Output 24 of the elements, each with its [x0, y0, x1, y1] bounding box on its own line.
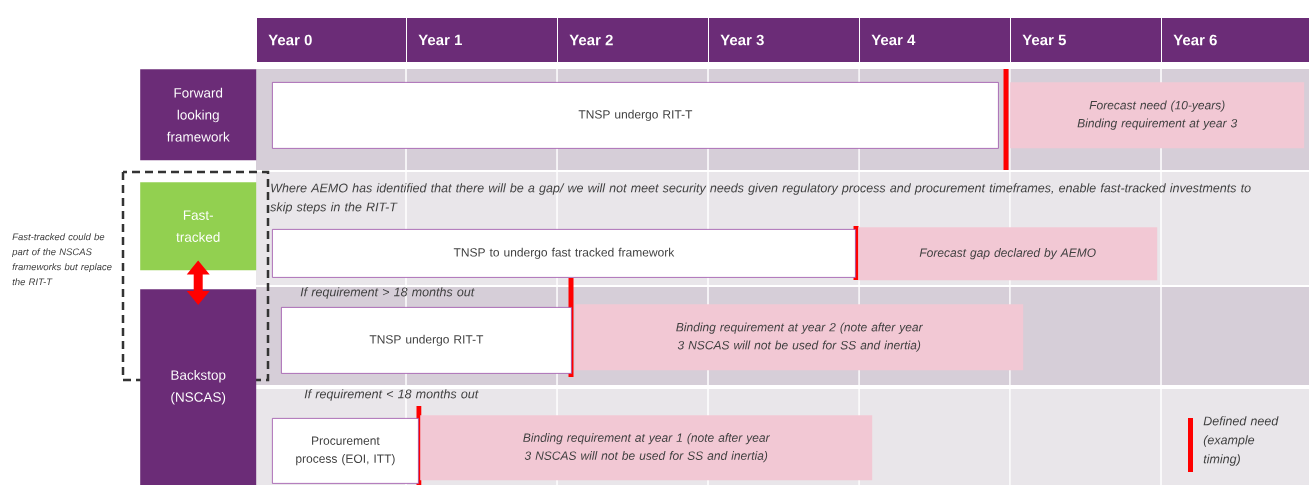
requirement-bar: Binding requirement at year 1 (note after year 3 NSCAS will not be used for SS and inertia)	[420, 415, 873, 481]
requirement-bar: Forecast need (10-years) Binding requirement at year 3	[1010, 82, 1305, 149]
framework-box: Fast-tracked	[140, 182, 257, 271]
requirement-bar: Forecast gap declared by AEMO	[858, 227, 1158, 281]
requirement-bar: Binding requirement at year 2 (note after year 3 NSCAS will not be used for SS and inertia)	[575, 304, 1024, 371]
framework-box: Backstop (NSCAS)	[140, 289, 257, 485]
header-cell: Year 1	[406, 17, 558, 63]
condition-text: If requirement < 18 months out	[304, 389, 479, 401]
header-cell: Year 3	[708, 17, 860, 63]
process-bar: TNSP undergo RIT-T	[281, 307, 572, 374]
legend-text: Defined need (example timing)	[1203, 416, 1279, 466]
process-bar: Procurement process (EOI, ITT)	[272, 418, 419, 484]
process-bar: TNSP to undergo fast tracked framework	[272, 229, 856, 278]
condition-text: If requirement > 18 months out	[300, 287, 475, 299]
side-note: Fast-tracked could be part of the NSCAS frameworks but replace the RIT-T	[11, 233, 112, 286]
header-cell: Year 6	[1161, 17, 1309, 63]
framework-box: Forward looking framework	[140, 69, 257, 161]
process-bar: TNSP undergo RIT-T	[272, 82, 999, 149]
header-cell: Year 5	[1010, 17, 1162, 63]
header-cell: Year 2	[557, 17, 709, 63]
node-label: Year 6	[1173, 34, 1217, 46]
header-cell: Year 0	[256, 17, 407, 63]
header-cell: Year 4	[859, 17, 1011, 63]
note-text: Where AEMO has identified that there will be a gap/ we will not meet security needs given regulatory process and procurement timeframes, enable fast-tracked investments to skip steps in the RIT-T	[270, 183, 1251, 214]
